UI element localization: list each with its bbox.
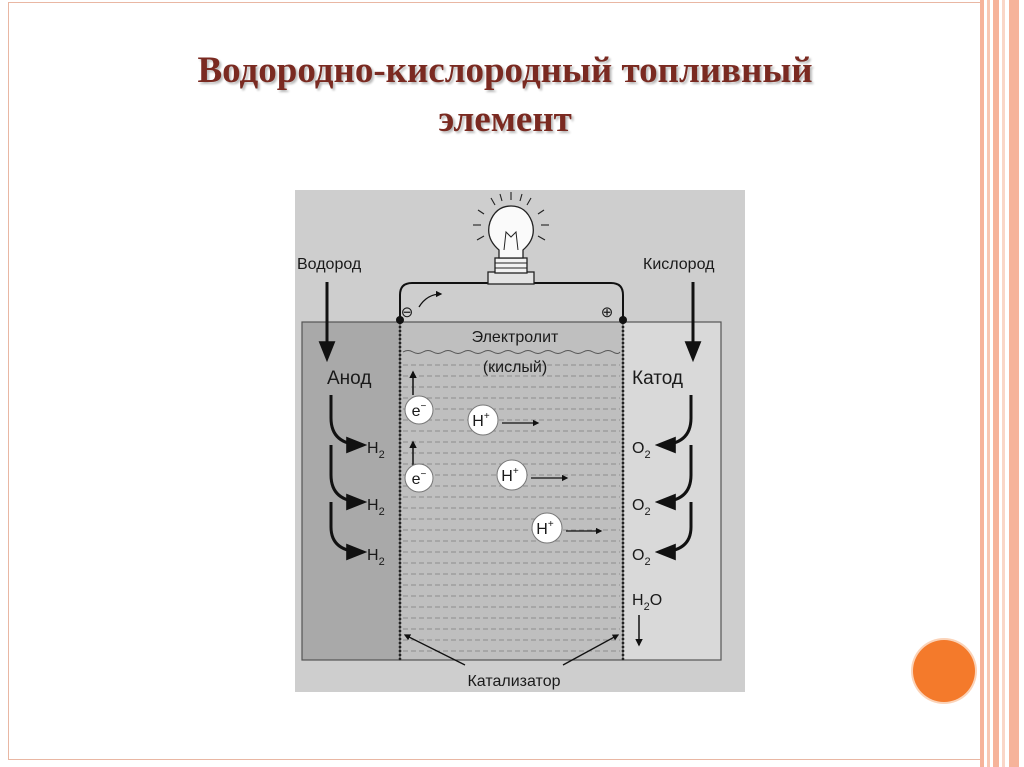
cathode-plate xyxy=(622,321,722,661)
svg-text:e−: e− xyxy=(412,401,427,420)
anode-flow-arrows xyxy=(329,395,368,561)
o2-label: O2 xyxy=(632,547,651,568)
anode-terminal xyxy=(396,316,404,324)
slide-title-line-2: элемент xyxy=(438,99,572,140)
cathode-flow-arrows xyxy=(654,395,693,561)
decorative-side-stripes xyxy=(980,0,1024,767)
proton-particle: H+ xyxy=(496,459,528,491)
svg-text:e−: e− xyxy=(412,469,427,488)
stripe xyxy=(987,0,990,767)
proton-particle: H+ xyxy=(467,404,499,436)
stripe xyxy=(993,0,999,767)
decorative-orange-dot xyxy=(913,640,975,702)
stripe xyxy=(1009,0,1019,767)
oxygen-label: Кислород xyxy=(643,256,715,273)
svg-text:H+: H+ xyxy=(472,411,490,430)
fuel-cell-diagram: ⊖ ⊕ Водород Анод H2 H2 H2 xyxy=(295,190,745,692)
cathode-label: Катод xyxy=(632,368,683,389)
slide-title: Водородно-кислородный топливный элемент xyxy=(60,46,950,144)
h2-label: H2 xyxy=(367,547,385,568)
stripe xyxy=(980,0,984,767)
catalyst-label: Катализатор xyxy=(467,673,560,690)
catalyst-pointer-right xyxy=(562,634,620,666)
electron-particle: e− xyxy=(404,395,434,425)
light-bulb-icon xyxy=(473,192,549,285)
plus-terminal-icon: ⊕ xyxy=(601,304,614,321)
hydrogen-label: Водород xyxy=(297,256,362,273)
electron-particle: e− xyxy=(404,463,434,493)
anode-plate xyxy=(301,321,401,661)
electrolyte-area xyxy=(399,321,624,661)
h2-label: H2 xyxy=(367,440,385,461)
h2-label: H2 xyxy=(367,497,385,518)
electrolyte-type-label: (кислый) xyxy=(483,359,547,376)
slide-title-line-1: Водородно-кислородный топливный xyxy=(197,50,813,91)
minus-terminal-icon: ⊖ xyxy=(401,304,414,321)
water-label: H2O xyxy=(632,592,662,613)
anode-label: Анод xyxy=(327,368,371,389)
cathode-terminal xyxy=(619,316,627,324)
catalyst-pointer-left xyxy=(403,634,466,666)
electron-flow-arrow xyxy=(418,290,443,308)
svg-text:H+: H+ xyxy=(536,519,554,538)
o2-label: O2 xyxy=(632,497,651,518)
proton-particle: H+ xyxy=(531,512,563,544)
o2-label: O2 xyxy=(632,440,651,461)
electrolyte-surface xyxy=(402,350,621,354)
svg-text:H+: H+ xyxy=(501,466,519,485)
stripe xyxy=(1002,0,1005,767)
electrolyte-label: Электролит xyxy=(472,329,559,346)
